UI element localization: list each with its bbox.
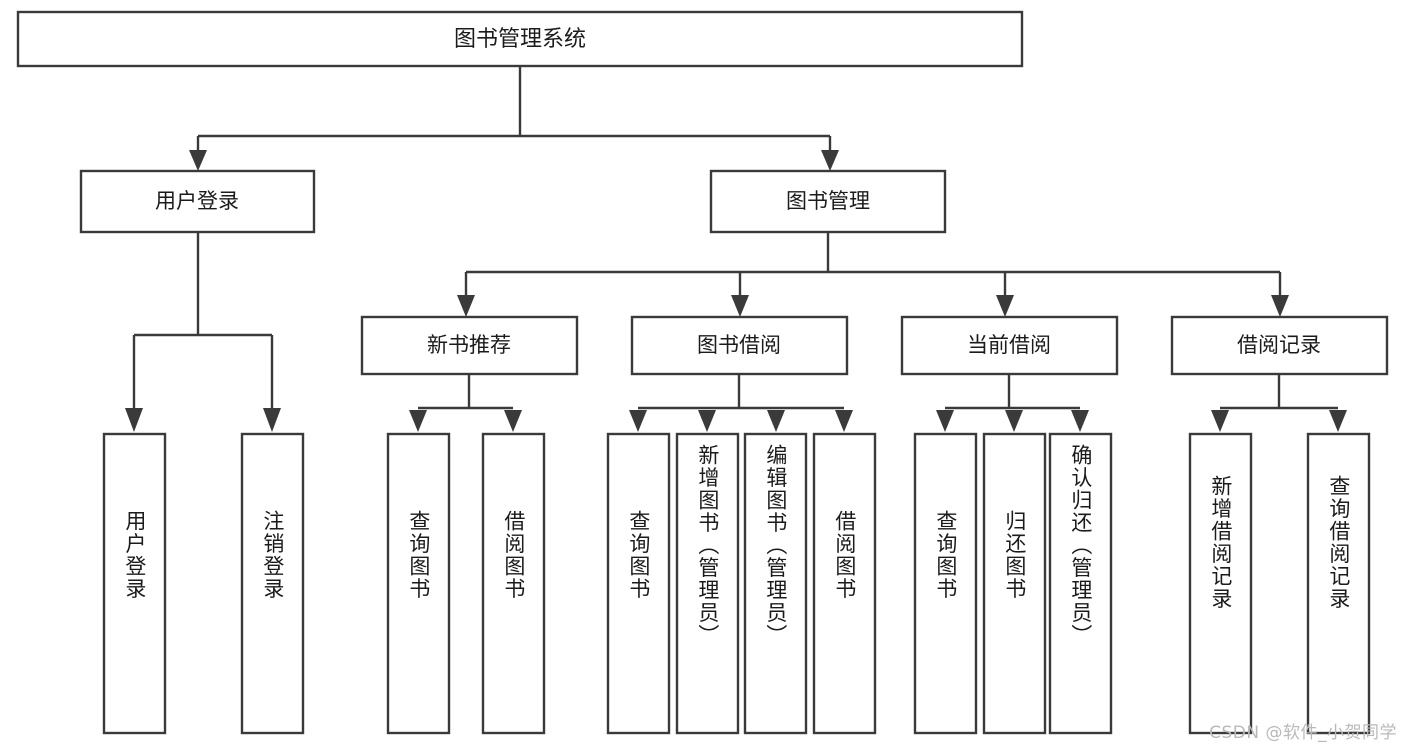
leaf-user-logout-box[interactable] xyxy=(240,432,305,735)
leaf-query-record-box[interactable] xyxy=(1306,432,1371,735)
node-root[interactable]: 图书管理系统 xyxy=(16,10,1024,68)
node-new-book-recommend-label: 新书推荐 xyxy=(427,333,511,357)
arrow-head-leaf-query-book-3 xyxy=(936,410,954,432)
node-root-label: 图书管理系统 xyxy=(454,27,586,52)
arrow-head-leaf-edit-book xyxy=(767,410,785,432)
leaf-confirm-return-box[interactable] xyxy=(1048,432,1113,735)
leaf-boxes-borrow-record xyxy=(1188,432,1371,735)
arrow-head-book-management xyxy=(821,150,839,171)
connector-new-book-to-leaves xyxy=(409,374,522,432)
node-book-management-label: 图书管理 xyxy=(786,189,870,213)
node-current-borrow-label: 当前借阅 xyxy=(967,333,1051,357)
leaf-boxes-book-borrow xyxy=(606,432,877,735)
connector-root-to-level2 xyxy=(189,66,839,171)
arrow-head-user-login xyxy=(189,150,207,171)
arrow-head-leaf-add-record xyxy=(1211,410,1229,432)
node-book-management[interactable]: 图书管理 xyxy=(709,169,947,234)
leaf-query-book-3-box[interactable] xyxy=(913,432,978,735)
node-user-login[interactable]: 用户登录 xyxy=(79,169,316,234)
leaf-add-book-box[interactable] xyxy=(675,432,740,735)
arrow-head-leaf-user-login xyxy=(125,408,143,432)
node-book-borrow-label: 图书借阅 xyxy=(697,333,781,357)
arrow-head-leaf-query-record xyxy=(1329,410,1347,432)
node-current-borrow[interactable]: 当前借阅 xyxy=(900,315,1119,376)
node-borrow-record-box[interactable] xyxy=(1170,315,1389,376)
node-borrow-record[interactable]: 借阅记录 xyxy=(1170,315,1389,376)
leaf-boxes-user-login xyxy=(102,432,305,735)
arrow-head-leaf-add-book xyxy=(698,410,716,432)
arrow-head-leaf-query-book-2 xyxy=(629,410,647,432)
leaf-borrow-book-2-box[interactable] xyxy=(812,432,877,735)
connector-book-borrow-to-leaves xyxy=(629,374,853,432)
node-book-borrow[interactable]: 图书借阅 xyxy=(630,315,849,376)
connector-book-management-to-level3 xyxy=(457,232,1289,317)
node-current-borrow-box[interactable] xyxy=(900,315,1119,376)
node-user-login-box[interactable] xyxy=(79,169,316,234)
leaf-query-book-2-box[interactable] xyxy=(606,432,671,735)
connector-user-login-to-leaves xyxy=(125,232,281,432)
leaf-edit-book-box[interactable] xyxy=(743,432,808,735)
arrow-head-leaf-borrow-book-1 xyxy=(504,410,522,432)
leaf-boxes-current-borrow xyxy=(913,432,1113,735)
arrow-head-new-book xyxy=(457,295,475,317)
arrow-head-leaf-return-book xyxy=(1005,410,1023,432)
arrow-head-leaf-query-book-1 xyxy=(409,410,427,432)
leaf-borrow-book-1-box[interactable] xyxy=(481,432,546,735)
connector-current-borrow-to-leaves xyxy=(936,374,1089,432)
connector-borrow-record-to-leaves xyxy=(1211,374,1347,432)
node-new-book-recommend-box[interactable] xyxy=(360,315,579,376)
node-book-management-box[interactable] xyxy=(709,169,947,234)
node-new-book-recommend[interactable]: 新书推荐 xyxy=(360,315,579,376)
leaf-query-book-1-box[interactable] xyxy=(386,432,451,735)
arrow-head-borrow-record xyxy=(1271,295,1289,317)
arrow-head-book-borrow xyxy=(731,295,749,317)
arrow-head-leaf-confirm-return xyxy=(1071,410,1089,432)
node-user-login-label: 用户登录 xyxy=(155,189,239,213)
node-book-borrow-box[interactable] xyxy=(630,315,849,376)
arrow-head-current-borrow xyxy=(996,295,1014,317)
node-borrow-record-label: 借阅记录 xyxy=(1237,333,1321,357)
leaf-add-record-box[interactable] xyxy=(1188,432,1253,735)
node-root-box[interactable] xyxy=(16,10,1024,68)
leaf-return-book-box[interactable] xyxy=(982,432,1047,735)
leaf-boxes-new-book-recommend xyxy=(386,432,546,735)
arrow-head-leaf-user-logout xyxy=(263,408,281,432)
arrow-head-leaf-borrow-book-2 xyxy=(835,410,853,432)
leaf-user-login-box[interactable] xyxy=(102,432,167,735)
